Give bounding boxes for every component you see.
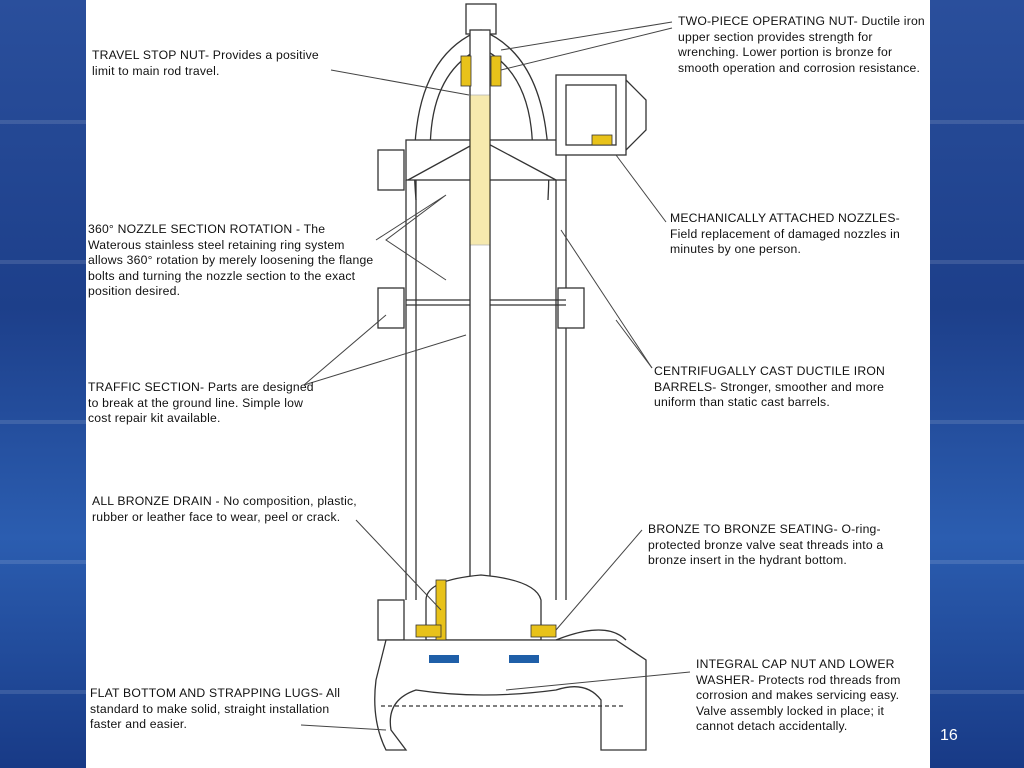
leader-nozzle-rotation <box>375 194 447 281</box>
label-mech-nozzles-title: MECHANICALLY ATTACHED NOZZLES- <box>670 211 900 225</box>
label-nozzle-rotation: 360° NOZZLE SECTION ROTATION - The Water… <box>88 222 378 300</box>
leader-barrels <box>560 229 653 369</box>
label-drain: ALL BRONZE DRAIN - No composition, plast… <box>92 494 382 525</box>
label-cap-nut-body: Protects rod threads from corrosion and … <box>696 672 901 734</box>
label-traffic-body: Parts are designed to break at the groun… <box>88 380 314 425</box>
label-mech-nozzles: MECHANICALLY ATTACHED NOZZLES- Field rep… <box>670 211 902 258</box>
label-cap-nut-title: INTEGRAL CAP NUT AND LOWER WASHER- <box>696 657 895 687</box>
label-operating-nut-body: Ductile iron upper section provides stre… <box>678 14 925 75</box>
leader-flat-bottom <box>300 724 387 731</box>
label-barrels-title: CENTRIFUGALLY CAST DUCTILE IRON BARRELS- <box>654 364 886 394</box>
lower-flange-bolt <box>377 599 405 641</box>
leader-traffic <box>303 314 387 386</box>
mid-flange-bolt-right <box>557 287 585 329</box>
label-nozzle-rotation-title: 360° NOZZLE SECTION ROTATION - <box>88 222 301 236</box>
label-seating-body: O-ring-protected bronze valve seat threa… <box>648 522 884 567</box>
label-travel-stop-body: Provides a positive limit to main rod tr… <box>92 48 319 78</box>
label-seating-title: BRONZE TO BRONZE SEATING- <box>648 522 838 536</box>
label-operating-nut-title: TWO-PIECE OPERATING NUT- <box>678 14 858 28</box>
label-barrels-body: Stronger, smoother and more uniform than… <box>654 379 885 410</box>
label-cap-nut: INTEGRAL CAP NUT AND LOWER WASHER- Prote… <box>696 657 914 735</box>
label-seating: BRONZE TO BRONZE SEATING- O-ring-protect… <box>648 522 920 569</box>
bronze-seat-right <box>530 624 557 638</box>
leader-travel-stop <box>330 69 470 96</box>
label-traffic-title: TRAFFIC SECTION- <box>88 380 205 394</box>
upper-flange-bolt <box>377 149 405 191</box>
leader-drain <box>355 519 442 611</box>
label-drain-title: ALL BRONZE DRAIN - <box>92 494 220 508</box>
hydrant-diagram <box>300 3 691 751</box>
label-nozzle-rotation-body: The Waterous stainless steel retaining r… <box>88 222 374 298</box>
mid-flange-bolt-left <box>377 287 405 329</box>
leader-operating-nut <box>500 21 673 51</box>
bronze-sleeve <box>469 94 491 246</box>
leader-seating <box>555 529 643 631</box>
label-travel-stop: TRAVEL STOP NUT- Provides a positive lim… <box>92 48 342 79</box>
label-mech-nozzles-body: Field replacement of damaged nozzles in … <box>670 226 901 257</box>
label-operating-nut: TWO-PIECE OPERATING NUT- Ductile iron up… <box>678 14 930 76</box>
operating-nut-top <box>465 3 497 35</box>
label-flat-bottom-title: FLAT BOTTOM AND STRAPPING LUGS- <box>90 686 324 700</box>
label-flat-bottom-body: All standard to make solid, straight ins… <box>90 686 341 731</box>
leader-mech-nozzles <box>615 154 667 223</box>
page-number: 16 <box>940 727 958 744</box>
leader-cap-nut <box>505 671 691 691</box>
label-travel-stop-title: TRAVEL STOP NUT- <box>92 48 210 62</box>
label-drain-body: No composition, plastic, rubber or leath… <box>92 494 357 524</box>
base-shoe <box>374 639 647 751</box>
valve-assembly <box>425 574 542 641</box>
label-flat-bottom: FLAT BOTTOM AND STRAPPING LUGS- All stan… <box>90 686 352 733</box>
bronze-nut-right <box>490 55 502 87</box>
lower-washer-right <box>509 655 539 663</box>
nozzle-bronze <box>591 134 613 146</box>
bronze-seat-left <box>415 624 442 638</box>
bronze-nut-left <box>460 55 472 87</box>
label-barrels: CENTRIFUGALLY CAST DUCTILE IRON BARRELS-… <box>654 364 924 411</box>
label-traffic: TRAFFIC SECTION- Parts are designed to b… <box>88 380 314 427</box>
lower-washer-left <box>429 655 459 663</box>
